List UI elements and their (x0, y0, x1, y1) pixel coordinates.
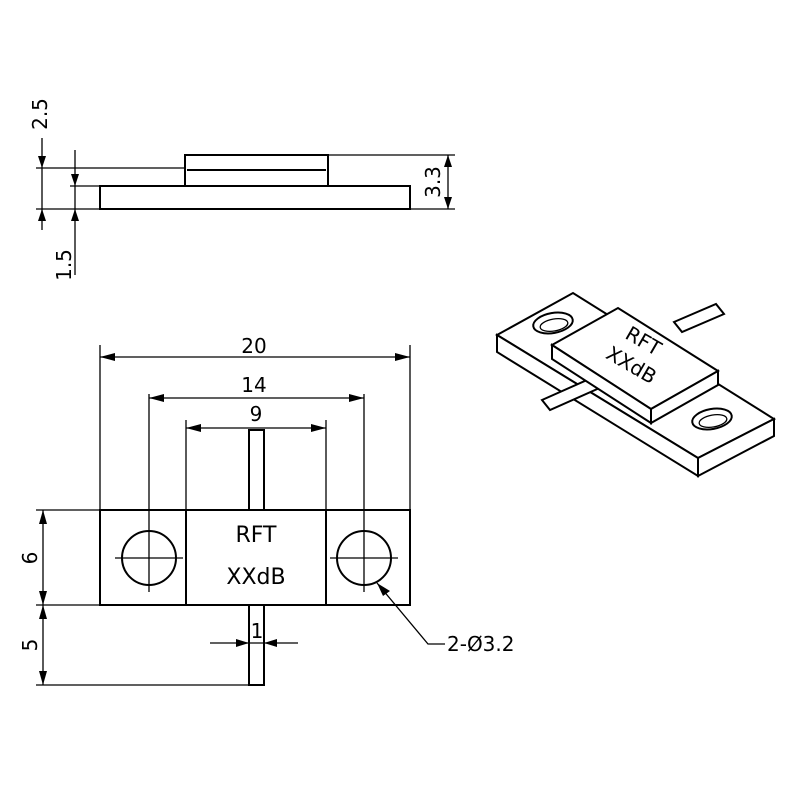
dim-label-9: 9 (250, 402, 263, 426)
side-flange (99, 185, 411, 210)
dim-label-3-3: 3.3 (421, 166, 445, 198)
dim-label-1-5: 1.5 (52, 249, 76, 281)
iso-flange-right (697, 417, 775, 478)
dim-label-14: 14 (241, 373, 266, 397)
iso-view: RFT XXdB (495, 291, 777, 478)
body-marking-rft: RFT (236, 523, 278, 548)
dim-label-1: 1 (251, 619, 264, 643)
dim-label-6: 6 (18, 552, 42, 565)
hole-callout-label: 2-Ø3.2 (447, 632, 515, 656)
resistor-body (185, 509, 327, 606)
dim-label-20: 20 (241, 334, 266, 358)
dim-label-2-5: 2.5 (28, 98, 52, 130)
top-view: RFT XXdB 20 14 9 6 5 (18, 334, 515, 686)
lead-top (248, 429, 265, 511)
iso-lead-back (672, 302, 726, 334)
dim-label-5: 5 (18, 639, 42, 652)
lead-bottom (248, 604, 265, 686)
body-marking-xxdb: XXdB (226, 565, 285, 590)
iso-hole-right (691, 407, 733, 431)
iso-hole-left (532, 311, 574, 335)
side-view: 2.5 1.5 3.3 (28, 98, 455, 281)
iso-body-right (650, 369, 719, 425)
